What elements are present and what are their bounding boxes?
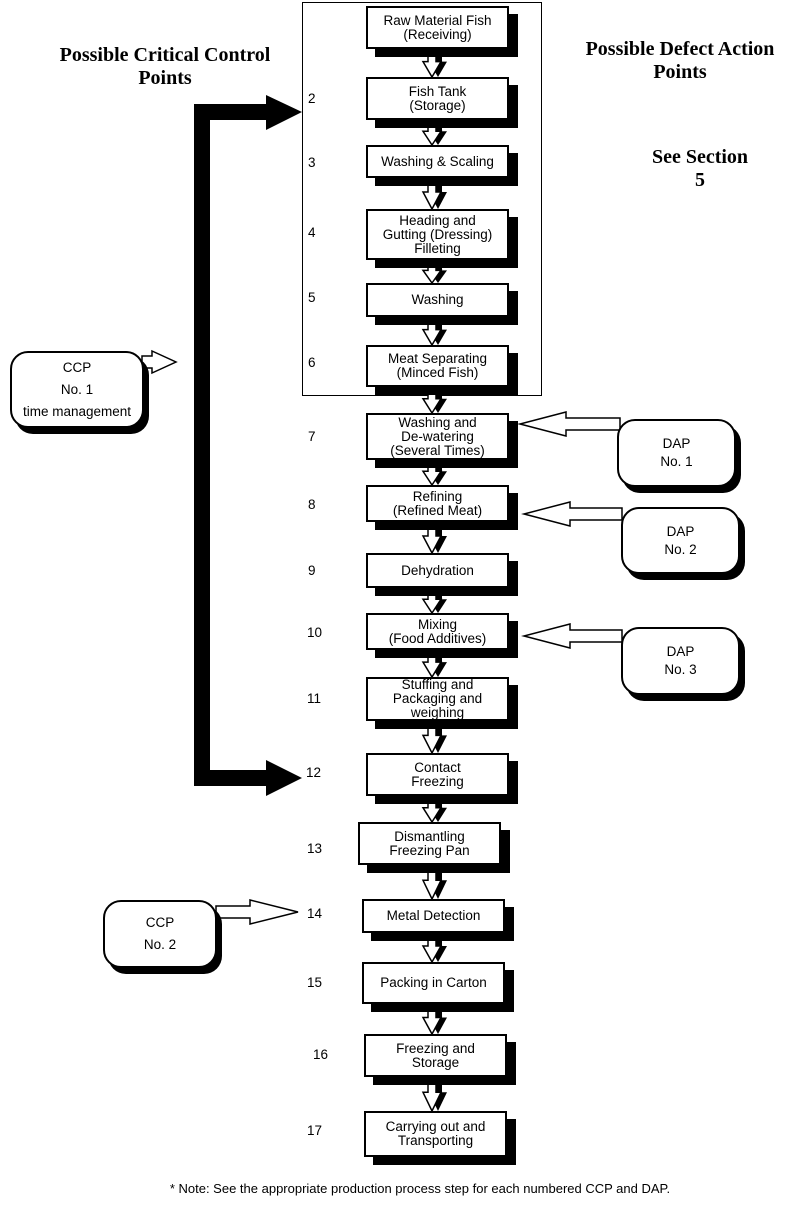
- flow-arrow-6-to-7: [421, 386, 447, 415]
- step-number-11: 11: [307, 691, 322, 706]
- process-step-8: Refining (Refined Meat): [366, 485, 509, 522]
- dap1-pointer-arrow: [517, 411, 621, 437]
- flow-arrow-13-to-14: [421, 864, 447, 901]
- process-step-6: Meat Separating (Minced Fish): [366, 345, 509, 387]
- process-step-7: Washing and De-watering (Several Times): [366, 413, 509, 460]
- step-number-4: 4: [308, 225, 316, 240]
- process-step-10: Mixing (Food Additives): [366, 613, 509, 650]
- step-number-3: 3: [308, 155, 316, 170]
- step-number-7: 7: [308, 429, 316, 444]
- process-step-13: Dismantling Freezing Pan: [358, 822, 501, 865]
- step-number-15: 15: [307, 975, 323, 990]
- dap3-callout: DAP No. 3: [621, 627, 740, 695]
- ccp1-pointer-arrow: [141, 349, 178, 375]
- flow-arrow-4-to-5: [421, 259, 447, 285]
- flow-arrow-14-to-15: [421, 932, 447, 964]
- flow-arrow-7-to-8: [421, 459, 447, 487]
- dap1-title: DAP: [662, 436, 691, 451]
- process-step-1: Raw Material Fish (Receiving): [366, 6, 509, 49]
- ccp1-title: CCP: [62, 359, 92, 375]
- flow-arrow-3-to-4: [421, 177, 447, 211]
- flow-arrow-2-to-3: [421, 119, 447, 147]
- flow-arrow-1-to-2: [421, 48, 447, 79]
- ccp2-title: CCP: [145, 915, 175, 930]
- ccp2-number: No. 2: [143, 937, 177, 952]
- flow-arrow-12-to-13: [421, 795, 447, 824]
- flow-arrow-16-to-17: [421, 1076, 447, 1113]
- flow-arrow-8-to-9: [421, 521, 447, 555]
- process-step-15: Packing in Carton: [362, 962, 505, 1004]
- ccp2-pointer-arrow: [215, 899, 299, 925]
- ccp1-callout: CCP No. 1 time management: [10, 351, 144, 428]
- process-step-12: Contact Freezing: [366, 753, 509, 796]
- step-number-10: 10: [307, 625, 323, 640]
- flow-arrow-10-to-11: [421, 649, 447, 679]
- process-step-5: Washing: [366, 283, 509, 317]
- steps-1-6-group-frame: [302, 2, 542, 396]
- ccp1-bracket-arrow: [194, 95, 302, 796]
- dap-heading: Possible Defect Action Points: [585, 38, 775, 83]
- step-number-8: 8: [308, 497, 316, 512]
- dap2-callout: DAP No. 2: [621, 507, 740, 574]
- see-section-note: See Section 5: [651, 146, 749, 191]
- ccp1-number: No. 1: [60, 381, 94, 397]
- step-number-16: 16: [313, 1047, 329, 1062]
- dap3-title: DAP: [666, 644, 695, 659]
- step-number-9: 9: [308, 563, 316, 578]
- process-step-16: Freezing and Storage: [364, 1034, 507, 1077]
- step-number-5: 5: [308, 290, 316, 305]
- step-number-2: 2: [308, 91, 316, 106]
- process-step-17: Carrying out and Transporting: [364, 1111, 507, 1157]
- flow-arrow-15-to-16: [421, 1003, 447, 1036]
- dap3-pointer-arrow: [521, 623, 623, 649]
- dap1-callout: DAP No. 1: [617, 419, 736, 487]
- step-number-14: 14: [307, 906, 323, 921]
- dap2-number: No. 2: [664, 541, 697, 557]
- footer-note: * Note: See the appropriate production p…: [169, 1181, 671, 1196]
- flow-arrow-9-to-10: [421, 587, 447, 615]
- step-number-6: 6: [308, 355, 316, 370]
- ccp2-callout: CCP No. 2: [103, 900, 217, 968]
- process-step-9: Dehydration: [366, 553, 509, 588]
- process-step-2: Fish Tank (Storage): [366, 77, 509, 120]
- flow-arrow-11-to-12: [421, 720, 447, 755]
- step-number-17: 17: [307, 1123, 323, 1138]
- dap2-pointer-arrow: [521, 501, 623, 527]
- dap2-title: DAP: [666, 523, 695, 539]
- ccp-heading: Possible Critical Control Points: [59, 44, 271, 89]
- process-step-3: Washing & Scaling: [366, 145, 509, 178]
- dap3-number: No. 3: [664, 662, 697, 677]
- process-step-11: Stuffing and Packaging and weighing: [366, 677, 509, 721]
- step-number-12: 12: [306, 765, 322, 780]
- dap1-number: No. 1: [660, 454, 693, 469]
- process-step-14: Metal Detection: [362, 899, 505, 933]
- ccp1-description: time management: [22, 403, 132, 419]
- step-number-13: 13: [307, 841, 323, 856]
- process-step-4: Heading and Gutting (Dressing) Filleting: [366, 209, 509, 260]
- flow-arrow-5-to-6: [421, 316, 447, 347]
